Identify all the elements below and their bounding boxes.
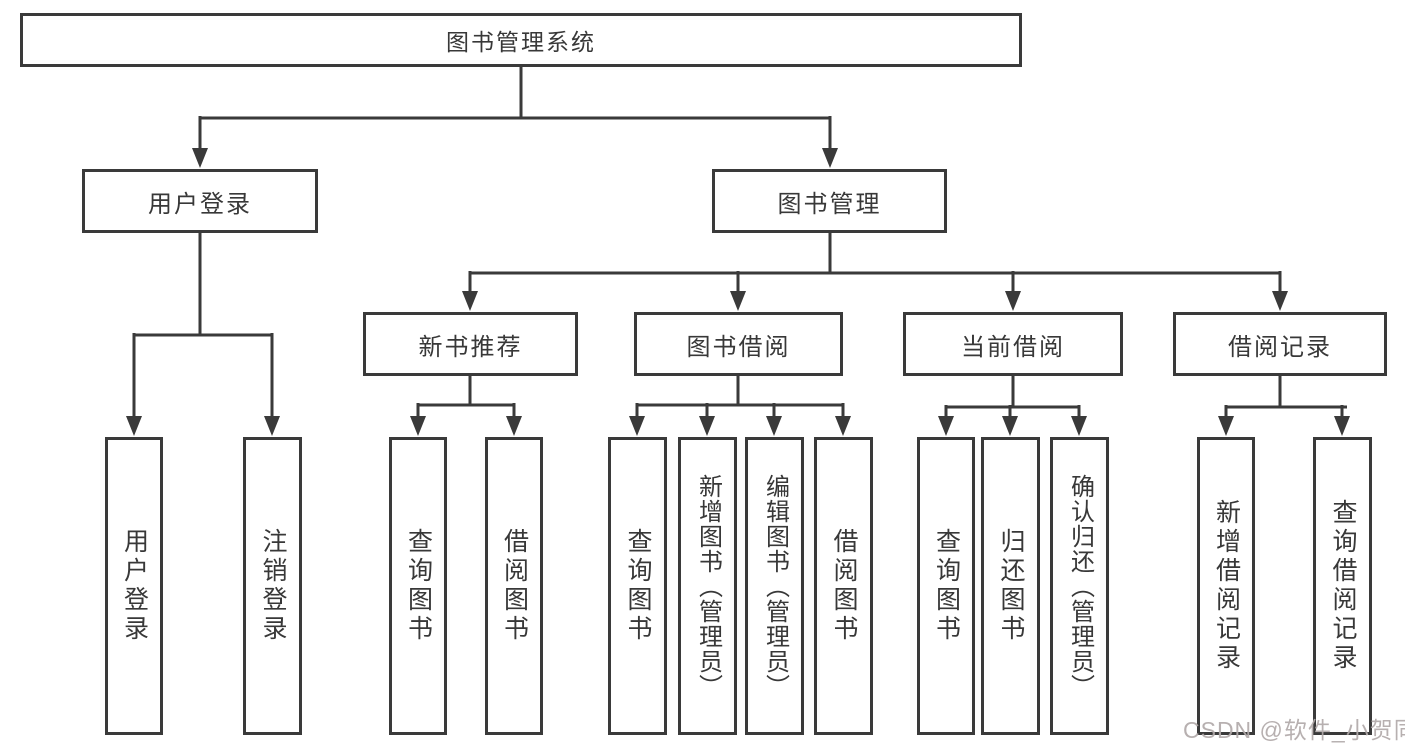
node-book-borrowing: 图书借阅 xyxy=(634,312,843,376)
node-label: 用户登录 xyxy=(148,190,252,218)
leaf-borrow-books: 借阅图书 xyxy=(814,437,873,735)
csdn-watermark: CSDN @软件_小贺同学 xyxy=(1183,717,1405,743)
leaf-query-books-recommend: 查询图书 xyxy=(389,437,447,735)
node-library-system: 图书管理系统 xyxy=(20,13,1022,67)
node-label: 新增借阅记录 xyxy=(1212,499,1241,673)
node-user-login-group: 用户登录 xyxy=(82,169,318,233)
leaf-query-borrow-record: 查询借阅记录 xyxy=(1313,437,1372,735)
node-label: 查询图书 xyxy=(932,528,961,644)
node-current-borrowing: 当前借阅 xyxy=(903,312,1123,376)
leaf-add-borrow-record: 新增借阅记录 xyxy=(1197,437,1255,735)
node-label: 图书管理 xyxy=(777,190,882,218)
leaf-return-books: 归还图书 xyxy=(981,437,1040,735)
node-label: 借阅图书 xyxy=(500,528,529,644)
leaf-borrow-books-recommend: 借阅图书 xyxy=(485,437,543,735)
leaf-query-books: 查询图书 xyxy=(608,437,667,735)
node-label: 用户登录 xyxy=(120,528,149,644)
node-label: 图书借阅 xyxy=(686,333,791,361)
node-label: 查询图书 xyxy=(404,528,433,644)
node-label: 图书管理系统 xyxy=(446,29,596,55)
connector-strokes xyxy=(132,64,1347,418)
node-label: 当前借阅 xyxy=(961,333,1065,361)
node-book-management: 图书管理 xyxy=(712,169,947,233)
node-label: 新书推荐 xyxy=(418,333,523,361)
node-label: 编辑图书（管理员） xyxy=(761,473,789,699)
arrowhead-icons xyxy=(126,148,1350,436)
leaf-logout: 注销登录 xyxy=(243,437,302,735)
node-label: 确认归还（管理员） xyxy=(1066,473,1094,699)
leaf-add-books-admin: 新增图书（管理员） xyxy=(678,437,737,735)
node-label: 归还图书 xyxy=(997,528,1025,644)
leaf-confirm-return-admin: 确认归还（管理员） xyxy=(1050,437,1109,735)
node-label: 查询借阅记录 xyxy=(1329,499,1357,673)
leaf-edit-books-admin: 编辑图书（管理员） xyxy=(745,437,804,735)
node-label: 借阅图书 xyxy=(830,528,858,644)
leaf-query-books-current: 查询图书 xyxy=(917,437,975,735)
node-label: 注销登录 xyxy=(259,528,287,644)
node-label: 借阅记录 xyxy=(1228,333,1332,361)
node-borrowing-records: 借阅记录 xyxy=(1173,312,1387,376)
node-label: 查询图书 xyxy=(624,528,652,644)
node-label: 新增图书（管理员） xyxy=(694,473,722,699)
node-new-book-recommend: 新书推荐 xyxy=(363,312,578,376)
leaf-user-login: 用户登录 xyxy=(105,437,163,735)
